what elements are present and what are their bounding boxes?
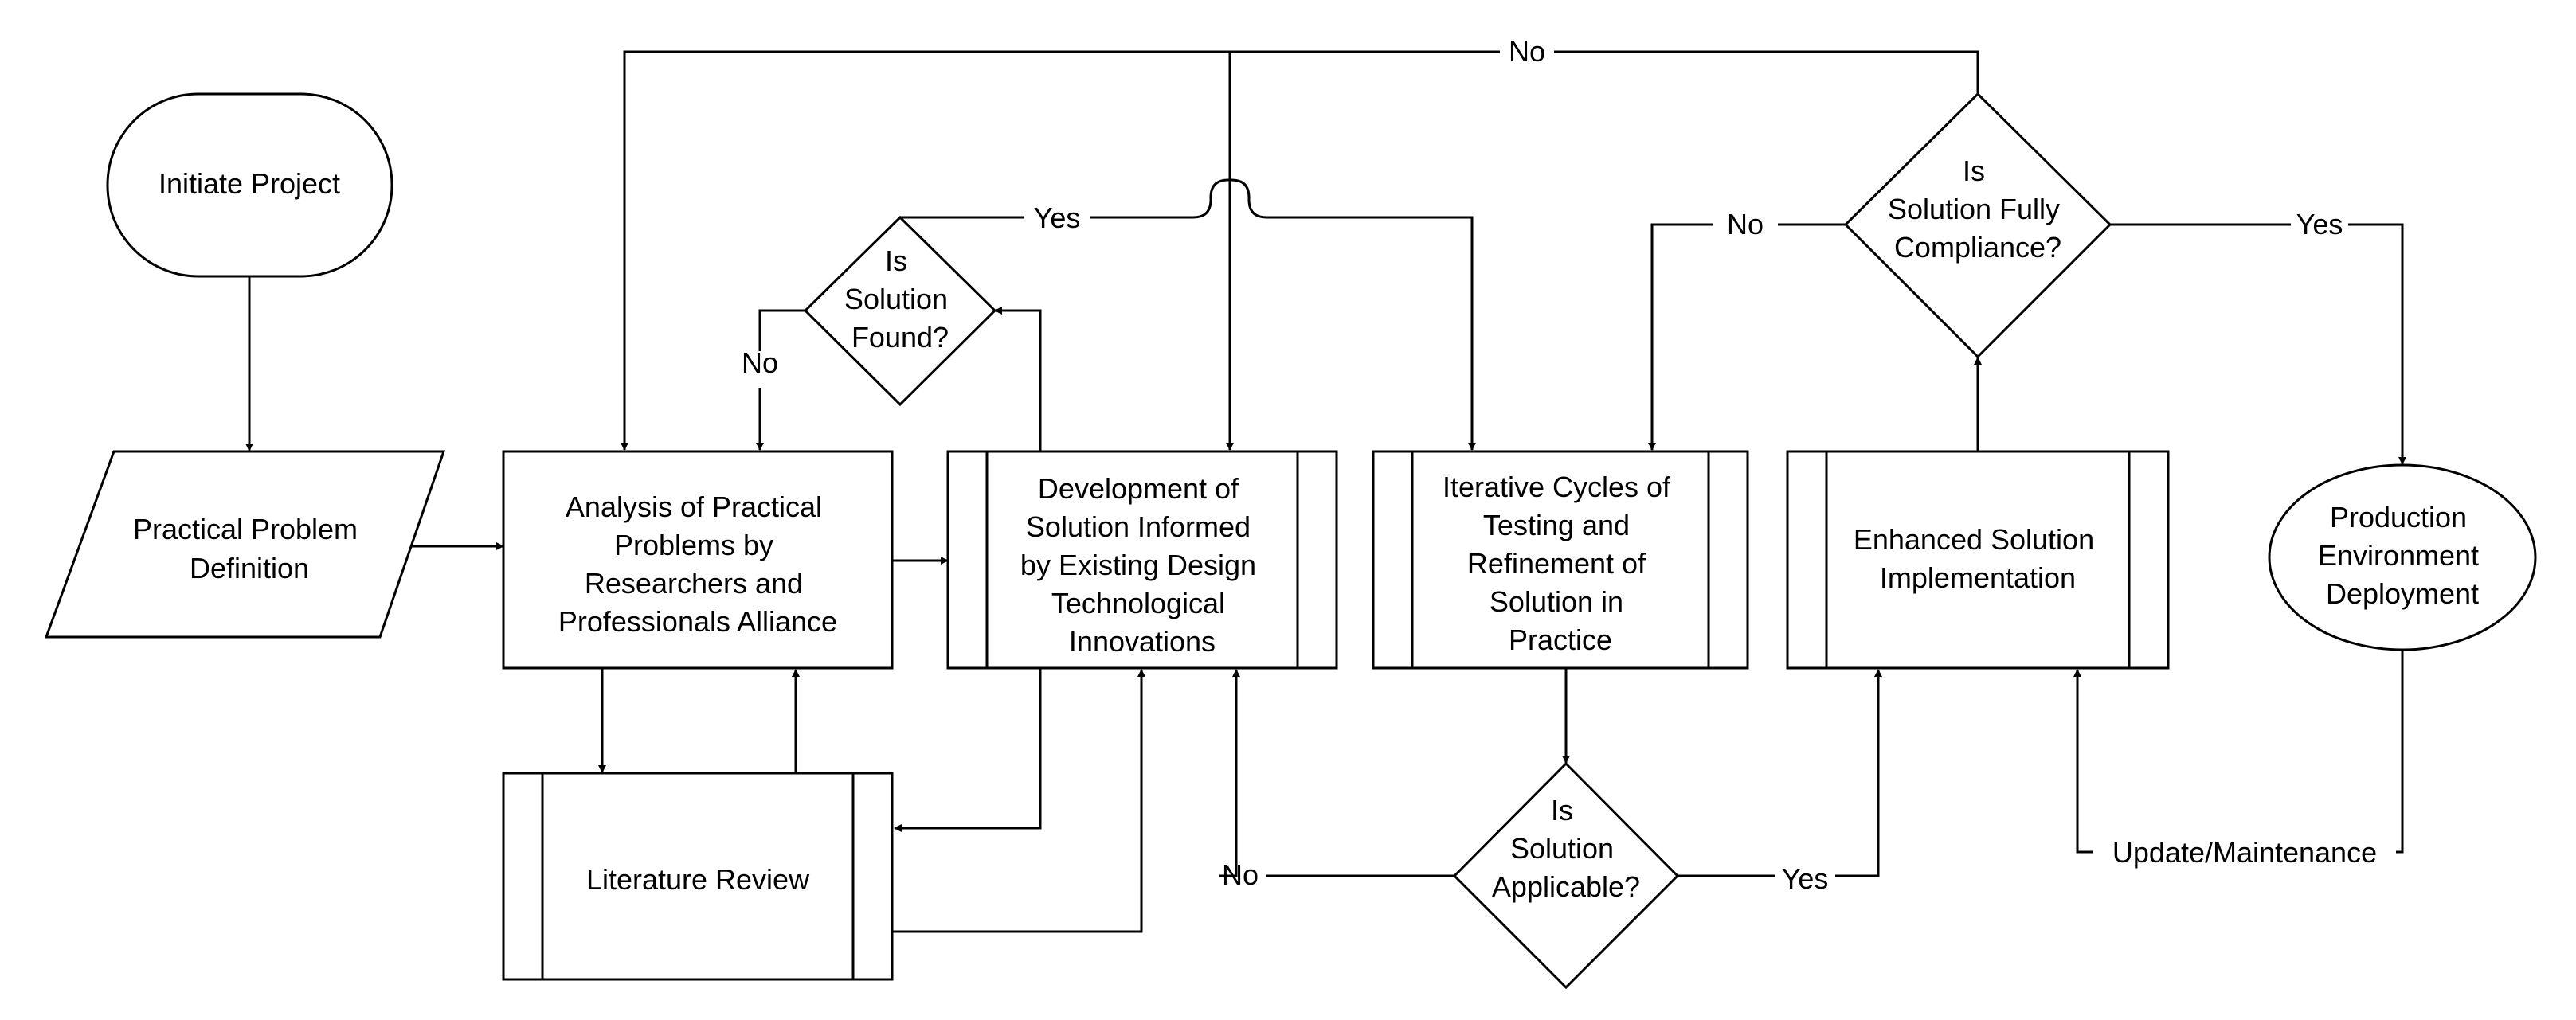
edge-label-found-no: No	[742, 346, 778, 379]
edge-label-maintenance: Update/Maintenance	[2112, 836, 2377, 869]
edge-development-to-found	[994, 307, 1042, 451]
edge-compliance-yes-b	[2348, 223, 2406, 465]
edge-maintenance-b	[2073, 669, 2093, 854]
edge-literature-to-development	[892, 669, 1145, 933]
decision-solution-applicable: Is Solution Applicable?	[1452, 761, 1680, 990]
node-development: Development of Solution Informed by Exis…	[946, 450, 1338, 670]
node-problem-definition-label: Practical Problem Definition	[133, 513, 366, 584]
node-development-label: Development of Solution Informed by Exis…	[1020, 472, 1264, 658]
node-production-deployment-label: Production Environment Deployment	[2318, 501, 2487, 610]
edge-found-yes-b	[1090, 178, 1476, 451]
edge-development-to-literature	[894, 669, 1042, 832]
node-literature-review-label: Literature Review	[586, 863, 810, 896]
edge-maintenance-a	[2396, 650, 2404, 854]
edge-found-no-a	[758, 309, 805, 351]
decision-solution-found-label: Is Solution Found?	[844, 244, 956, 354]
node-enhanced-implementation: Enhanced Solution Implementation	[1786, 450, 2170, 670]
node-initiate-project: Initiate Project	[106, 92, 393, 278]
edge-top-no-a	[1554, 50, 1979, 94]
edge-applicable-yes-b	[1835, 669, 1882, 877]
decision-solution-applicable-label: Is Solution Applicable?	[1492, 794, 1640, 903]
node-literature-review: Literature Review	[502, 772, 894, 981]
decision-solution-compliance-label: Is Solution Fully Compliance?	[1888, 154, 2068, 264]
node-analysis-label: Analysis of Practical Problems by Resear…	[558, 490, 837, 638]
connectors	[245, 50, 2406, 933]
edge-labels: No Yes No No Yes No Yes Update/Maintenan…	[742, 35, 2377, 895]
node-analysis: Analysis of Practical Problems by Resear…	[502, 450, 894, 670]
node-iterative-cycles-label: Iterative Cycles of Testing and Refineme…	[1443, 471, 1678, 656]
node-iterative-cycles: Iterative Cycles of Testing and Refineme…	[1372, 450, 1749, 670]
decision-solution-found: Is Solution Found?	[803, 215, 997, 407]
node-production-deployment: Production Environment Deployment	[2268, 463, 2537, 651]
edge-label-top-no: No	[1509, 35, 1545, 68]
edge-top-no-b	[621, 50, 1500, 451]
edge-label-applicable-yes: Yes	[1782, 862, 1829, 895]
edge-label-compliance-yes: Yes	[2296, 208, 2343, 240]
edge-applicable-no-b	[1219, 669, 1240, 877]
edge-compliance-no-b	[1648, 223, 1713, 451]
node-problem-definition: Practical Problem Definition	[44, 450, 446, 639]
edge-label-compliance-no: No	[1727, 208, 1764, 240]
edge-label-applicable-no: No	[1222, 858, 1259, 891]
node-initiate-project-label: Initiate Project	[159, 167, 340, 200]
node-enhanced-implementation-label: Enhanced Solution Implementation	[1854, 523, 2102, 594]
decision-solution-compliance: Is Solution Fully Compliance?	[1843, 92, 2112, 359]
edge-label-found-yes: Yes	[1034, 201, 1081, 234]
